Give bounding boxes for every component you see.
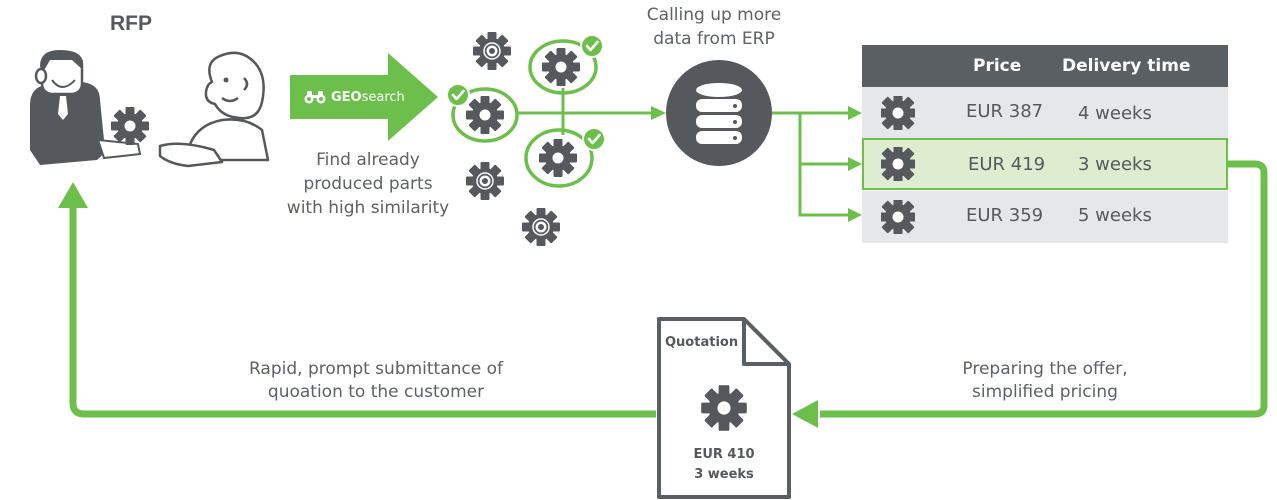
arrow-to-erp — [651, 106, 666, 120]
submit-caption-line: Rapid, prompt submittance of — [248, 359, 504, 379]
table-row: EUR 359 5 weeks — [862, 191, 1228, 243]
submit-caption-line: quoation to the customer — [267, 382, 485, 402]
geosearch-brand-light: search — [361, 89, 405, 105]
rfp-title: RFP — [110, 12, 152, 35]
row-price: EUR 359 — [966, 205, 1044, 226]
erp-connectors — [772, 111, 848, 217]
loop-connector — [820, 160, 1268, 418]
gear-icon — [881, 96, 915, 130]
arrow-to-quotation — [792, 400, 818, 428]
gear-icon — [522, 208, 560, 246]
quotation-price: EUR 410 — [693, 447, 755, 462]
check-icon — [581, 126, 607, 152]
search-gear-cluster — [445, 32, 607, 246]
find-caption-line: Find already — [316, 150, 420, 170]
check-icon — [579, 33, 605, 59]
row-delivery: 3 weeks — [1078, 154, 1152, 175]
offer-caption-line: Preparing the offer, — [962, 359, 1128, 379]
geosearch-label: GEOsearch — [304, 86, 405, 108]
return-connector — [69, 208, 656, 418]
row-delivery: 5 weeks — [1078, 205, 1152, 226]
geosearch-arrow — [290, 53, 438, 141]
gear-icon — [473, 32, 511, 70]
check-icon — [445, 82, 471, 108]
erp-caption-line: Calling up more — [646, 5, 782, 25]
supplier-illustration — [158, 51, 270, 168]
customer-illustration — [30, 50, 142, 165]
quotation-title: Quotation — [665, 335, 739, 350]
quotation-delivery: 3 weeks — [694, 467, 754, 482]
erp-caption-line: data from ERP — [653, 29, 775, 49]
find-caption-line: with high similarity — [286, 198, 450, 218]
row-price: EUR 419 — [968, 154, 1046, 175]
column-header-delivery: Delivery time — [1062, 56, 1191, 76]
offer-caption-line: simplified pricing — [972, 382, 1118, 402]
binoculars-icon — [304, 91, 326, 104]
table-row: EUR 387 4 weeks — [862, 87, 1228, 139]
geosearch-brand-bold: GEO — [331, 89, 362, 105]
search-connectors — [517, 88, 652, 135]
database-icon — [666, 60, 772, 166]
row-price: EUR 387 — [966, 101, 1044, 122]
find-caption-line: produced parts — [303, 174, 433, 194]
gear-icon — [881, 147, 915, 181]
quotation-document — [657, 317, 791, 499]
gear-icon — [111, 107, 149, 145]
table-header: Price Delivery time — [862, 45, 1228, 87]
arrow-to-customer — [58, 182, 88, 208]
gear-icon — [881, 200, 915, 234]
row-delivery: 4 weeks — [1078, 103, 1152, 124]
table-row-selected: EUR 419 3 weeks — [862, 138, 1228, 190]
gear-icon — [466, 162, 504, 200]
column-header-price: Price — [973, 56, 1022, 76]
